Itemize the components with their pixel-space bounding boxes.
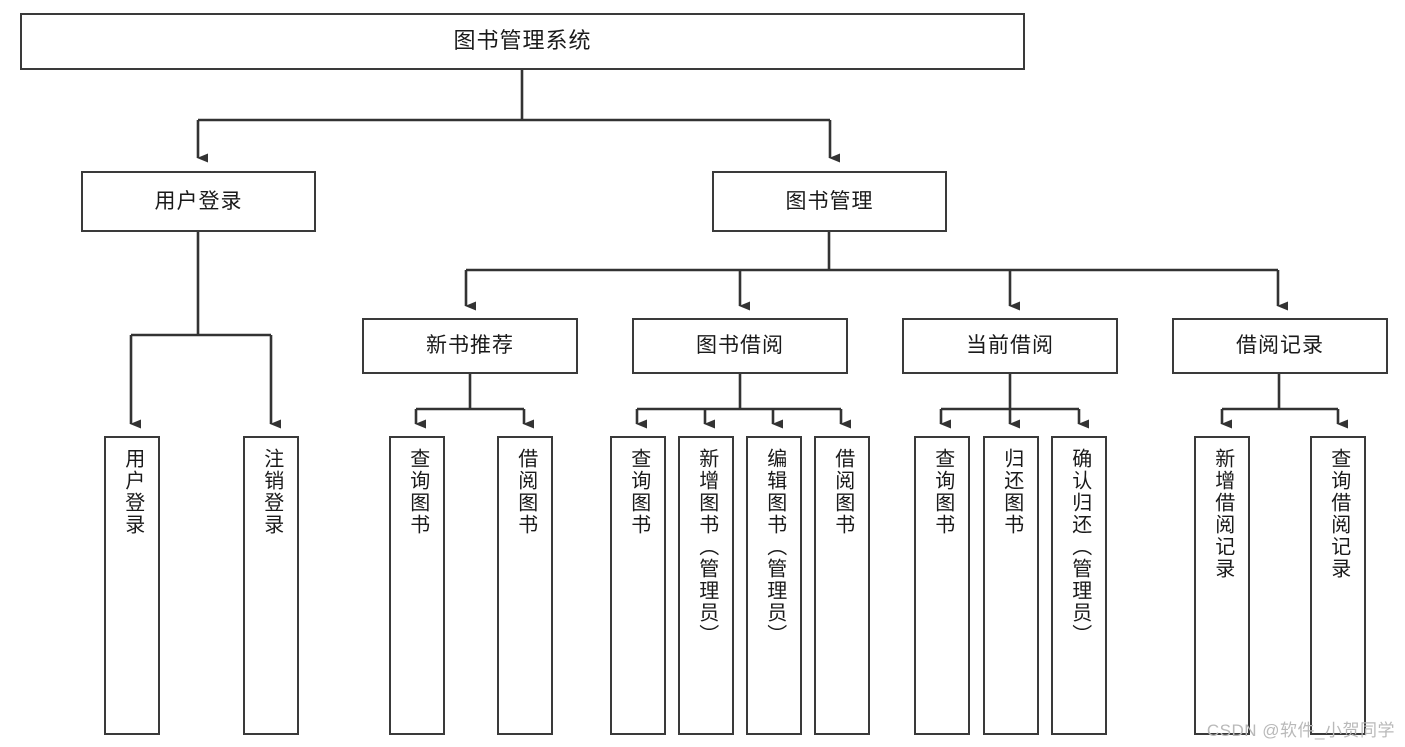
leaf-confirm-return-admin[interactable]: 确认归还（管理员） — [1051, 436, 1107, 735]
node-label: 归还图书 — [1000, 448, 1023, 536]
node-label: 查询图书 — [931, 448, 954, 536]
node-label: 确认归还（管理员） — [1068, 448, 1091, 646]
leaf-borrow-book-recommend[interactable]: 借阅图书 — [497, 436, 553, 735]
node-current-borrow[interactable]: 当前借阅 — [902, 318, 1118, 374]
node-label: 查询图书 — [627, 448, 650, 536]
node-label: 新增借阅记录 — [1211, 448, 1234, 580]
node-new-book-recommend[interactable]: 新书推荐 — [362, 318, 578, 374]
leaf-logout-login[interactable]: 注销登录 — [243, 436, 299, 735]
node-label: 注销登录 — [260, 448, 283, 536]
node-label: 用户登录 — [154, 189, 243, 213]
node-label: 新书推荐 — [426, 334, 514, 358]
node-label: 查询图书 — [406, 448, 429, 536]
leaf-query-borrow-record[interactable]: 查询借阅记录 — [1310, 436, 1366, 735]
leaf-query-book-current[interactable]: 查询图书 — [914, 436, 970, 735]
leaf-query-book-recommend[interactable]: 查询图书 — [389, 436, 445, 735]
node-root-system[interactable]: 图书管理系统 — [20, 13, 1025, 70]
leaf-borrow-book[interactable]: 借阅图书 — [814, 436, 870, 735]
node-label: 图书借阅 — [696, 334, 784, 358]
node-book-borrow[interactable]: 图书借阅 — [632, 318, 848, 374]
leaf-add-book-admin[interactable]: 新增图书（管理员） — [678, 436, 734, 735]
node-label: 新增图书（管理员） — [695, 448, 718, 646]
leaf-return-book[interactable]: 归还图书 — [983, 436, 1039, 735]
node-book-management[interactable]: 图书管理 — [712, 171, 947, 232]
node-label: 借阅图书 — [831, 448, 854, 536]
node-user-login[interactable]: 用户登录 — [81, 171, 316, 232]
node-label: 用户登录 — [121, 448, 144, 536]
node-borrow-record[interactable]: 借阅记录 — [1172, 318, 1388, 374]
node-label: 图书管理系统 — [453, 28, 592, 54]
node-label: 当前借阅 — [966, 334, 1054, 358]
leaf-add-borrow-record[interactable]: 新增借阅记录 — [1194, 436, 1250, 735]
leaf-edit-book-admin[interactable]: 编辑图书（管理员） — [746, 436, 802, 735]
leaf-query-book-borrow[interactable]: 查询图书 — [610, 436, 666, 735]
node-label: 查询借阅记录 — [1327, 448, 1350, 580]
node-label: 借阅图书 — [514, 448, 537, 536]
node-label: 编辑图书（管理员） — [763, 448, 786, 646]
leaf-user-login[interactable]: 用户登录 — [104, 436, 160, 735]
node-label: 图书管理 — [785, 189, 874, 213]
node-label: 借阅记录 — [1236, 334, 1324, 358]
